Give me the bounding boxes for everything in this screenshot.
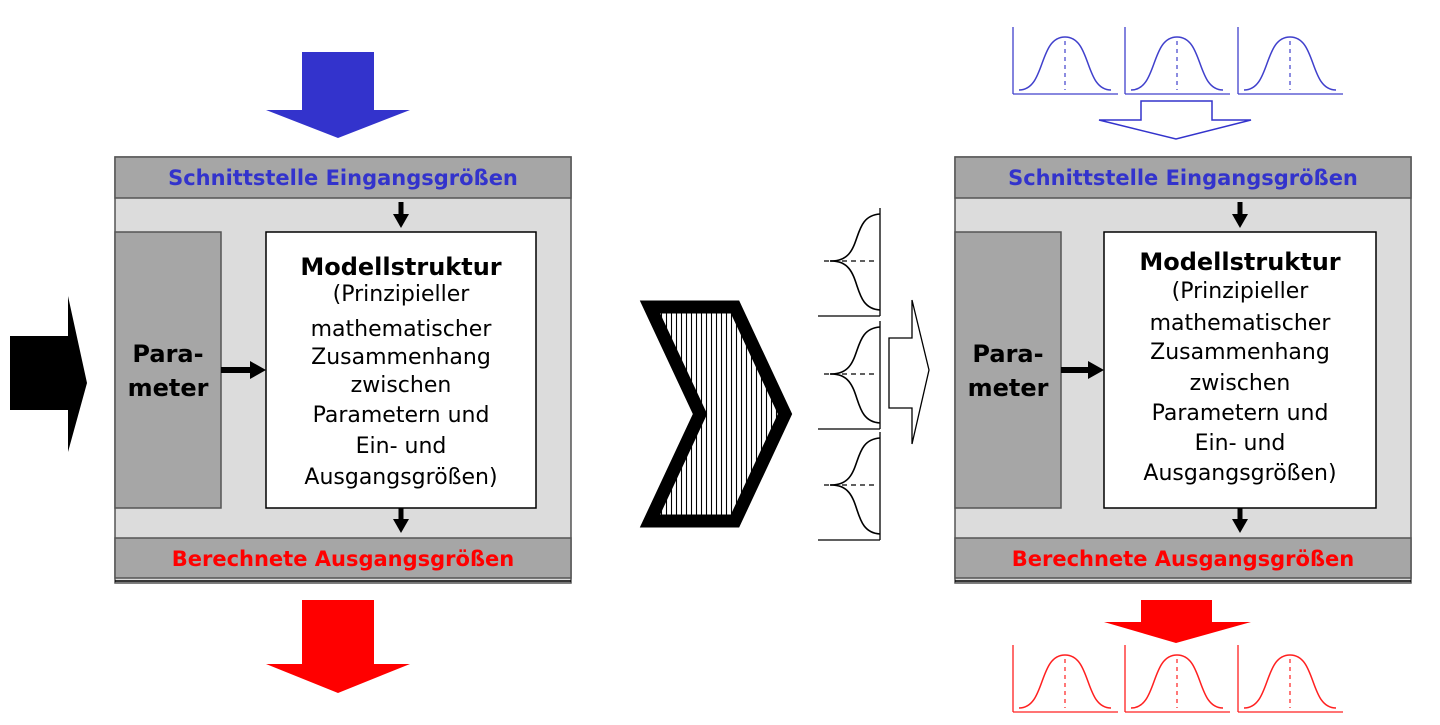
output-distribution-3 bbox=[1237, 645, 1343, 713]
left-input-interface-bar bbox=[114, 156, 572, 199]
right-input-interface-label: Schnittstelle Eingangsgrößen bbox=[1008, 166, 1358, 190]
left-structure-line-7: Ausgangsgrößen) bbox=[304, 465, 497, 490]
left-structure-line-6: Ein- und bbox=[356, 434, 447, 459]
parameter-distributions bbox=[818, 208, 930, 541]
input-distribution-2 bbox=[1124, 27, 1230, 95]
left-output-interface-label: Berechnete Ausgangsgrößen bbox=[172, 547, 515, 571]
left-model: Schnittstelle Eingangsgrößen Berechnete … bbox=[10, 52, 572, 693]
left-parameter-to-structure-arrow bbox=[250, 361, 266, 379]
left-parameter-box bbox=[114, 231, 222, 509]
left-structure-line-3: Zusammenhang bbox=[311, 345, 491, 370]
right-structure-line-6: Ein- und bbox=[1195, 431, 1286, 456]
right-parameter-label-1: Para- bbox=[972, 340, 1043, 368]
input-distribution-1 bbox=[1012, 27, 1118, 95]
left-structure-title: Modellstruktur bbox=[300, 253, 501, 281]
right-parameter-box bbox=[954, 231, 1062, 509]
right-input-arrow bbox=[1098, 100, 1252, 140]
right-output-arrow bbox=[1104, 600, 1251, 643]
right-output-interface-label: Berechnete Ausgangsgrößen bbox=[1012, 547, 1355, 571]
right-structure-to-output-arrow bbox=[1232, 519, 1248, 533]
left-structure-line-5: Parametern und bbox=[313, 403, 490, 428]
right-structure-line-5: Parametern und bbox=[1152, 401, 1329, 426]
left-parameter-arrow bbox=[10, 296, 87, 452]
left-structure-to-output-arrow bbox=[393, 519, 409, 533]
right-structure-line-4: zwischen bbox=[1190, 371, 1291, 396]
left-structure-box bbox=[265, 231, 537, 509]
right-parameter-to-structure-arrow bbox=[1088, 361, 1104, 379]
right-input-to-structure-arrow bbox=[1232, 214, 1248, 228]
right-structure-box bbox=[1103, 231, 1377, 509]
transformation-chevron bbox=[639, 300, 793, 528]
parameter-distribution-3 bbox=[818, 432, 881, 541]
left-structure-line-2: mathematischer bbox=[311, 317, 493, 342]
output-distribution-1 bbox=[1012, 645, 1118, 713]
right-structure-line-7: Ausgangsgrößen) bbox=[1143, 461, 1336, 486]
left-parameter-label-2: meter bbox=[128, 374, 209, 402]
right-output-interface-bar bbox=[954, 537, 1412, 579]
left-input-to-structure-arrow bbox=[393, 214, 409, 228]
left-structure-line-1: (Prinzipieller bbox=[333, 282, 471, 307]
left-input-arrow bbox=[266, 52, 410, 138]
parameter-distribution-2 bbox=[818, 321, 881, 430]
input-distributions bbox=[1012, 27, 1343, 95]
left-output-arrow bbox=[266, 600, 410, 693]
right-structure-title: Modellstruktur bbox=[1139, 248, 1340, 276]
right-structure-line-2: mathematischer bbox=[1150, 311, 1332, 336]
right-structure-line-3: Zusammenhang bbox=[1150, 340, 1330, 365]
parameter-distribution-1 bbox=[818, 208, 881, 317]
left-structure-line-4: zwischen bbox=[351, 373, 452, 398]
output-distributions bbox=[1012, 645, 1343, 713]
left-input-interface-label: Schnittstelle Eingangsgrößen bbox=[168, 166, 518, 190]
input-distribution-3 bbox=[1237, 27, 1343, 95]
left-output-interface-bar bbox=[114, 537, 572, 579]
distribution-to-parameter-arrow bbox=[888, 299, 930, 445]
left-parameter-label-1: Para- bbox=[132, 340, 203, 368]
output-distribution-2 bbox=[1124, 645, 1230, 713]
right-input-interface-bar bbox=[954, 156, 1412, 199]
right-parameter-label-2: meter bbox=[968, 374, 1049, 402]
right-model: Schnittstelle Eingangsgrößen Berechnete … bbox=[954, 27, 1412, 713]
right-structure-line-1: (Prinzipieller bbox=[1172, 279, 1310, 304]
